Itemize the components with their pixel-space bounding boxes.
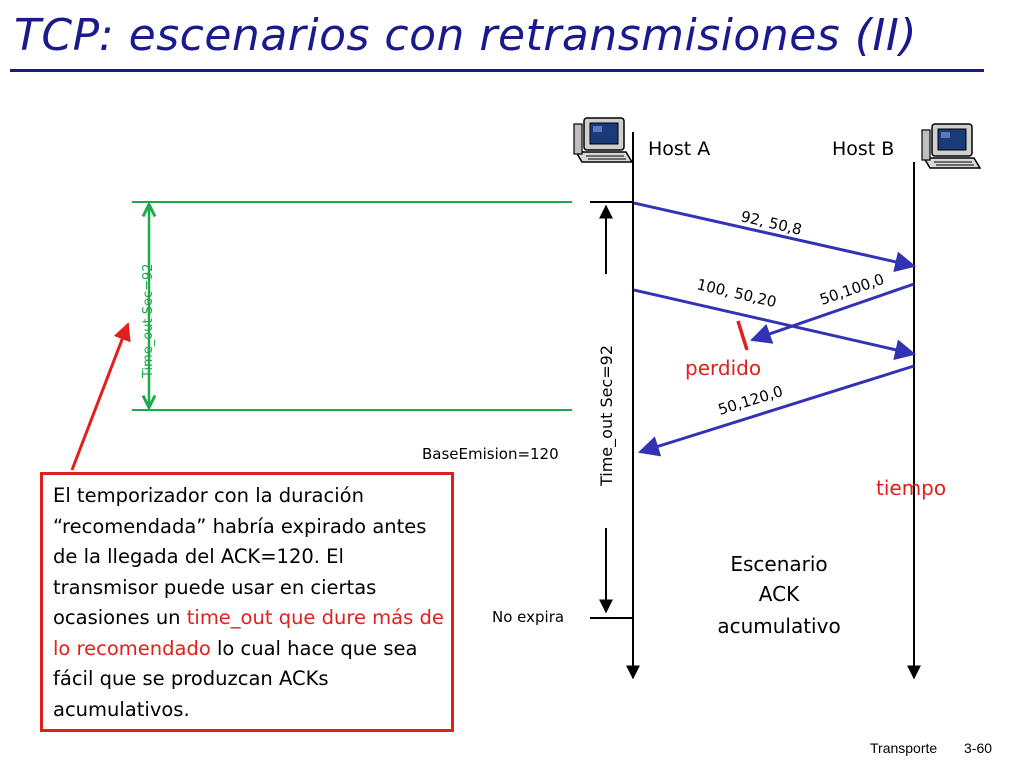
segment-arrow-2: [633, 288, 917, 361]
computer-icon-host-b: [921, 123, 982, 169]
time-label: tiempo: [876, 476, 946, 500]
explanation-note: El temporizador con la duración “recomen…: [40, 472, 454, 732]
ack-arrow-2: [637, 364, 915, 457]
timeout-right-label: Time_out Sec=92: [597, 345, 617, 487]
note-text-1: El temporizador con la duración “recomen…: [53, 484, 427, 629]
slide-title: TCP: escenarios con retransmisiones (II): [14, 10, 917, 61]
host-a-label: Host A: [648, 138, 710, 160]
host-b-label: Host B: [832, 138, 894, 160]
timeout-left-label: Time_out Sec=92: [141, 263, 156, 379]
lost-label: perdido: [685, 356, 761, 380]
lost-marker: [736, 320, 749, 351]
scenario-line-2: ACK: [759, 582, 800, 606]
no-expira-label: No expira: [492, 608, 564, 626]
ack-1-label: 50,100,0: [817, 270, 886, 309]
scenario-line-3: acumulativo: [717, 614, 840, 638]
scenario-line-1: Escenario: [730, 552, 827, 576]
footer-section: Transporte: [870, 740, 938, 756]
ack-2-label: 50,120,0: [716, 382, 785, 419]
note-pointer-arrow: [70, 322, 131, 471]
computer-icon-host-a: [573, 117, 634, 163]
footer-page-number: 3-60: [964, 740, 993, 756]
note-text-2: lo cual hace que sea fácil que se produz…: [53, 636, 418, 721]
note-text-highlight: time_out que dure más de lo recomendado: [53, 606, 444, 660]
title-underline: [10, 69, 984, 72]
ack-arrow-1-lost: [750, 282, 915, 344]
base-emision-label: BaseEmision=120: [422, 445, 559, 463]
segment-arrow-1: [633, 201, 917, 273]
